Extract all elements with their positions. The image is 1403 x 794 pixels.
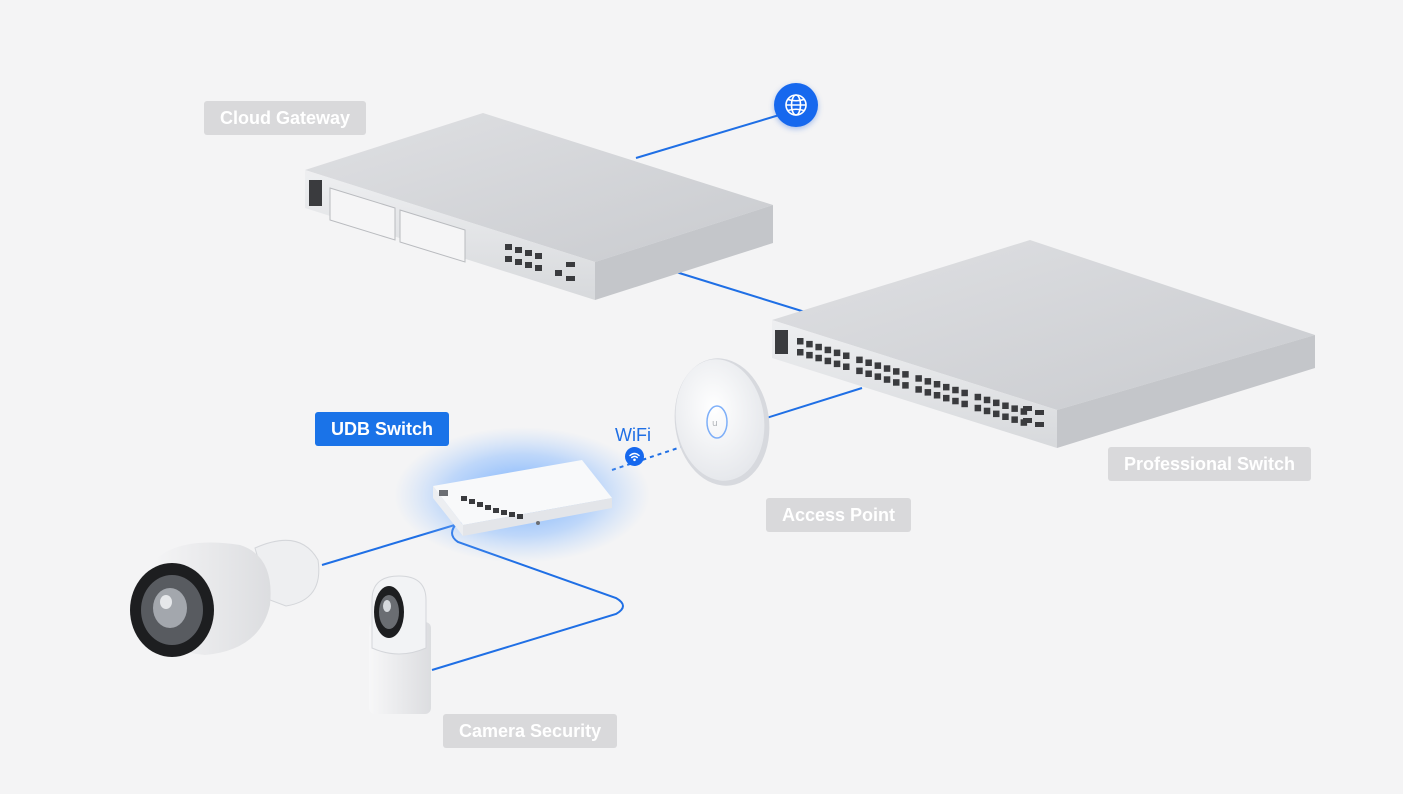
switch-port xyxy=(824,357,832,365)
svg-text:u: u xyxy=(712,419,718,429)
switch-port xyxy=(993,399,1000,407)
switch-port xyxy=(961,400,968,408)
sfp-port xyxy=(1035,410,1044,415)
switch-port xyxy=(952,397,959,405)
switch-port xyxy=(961,389,968,397)
switch-port xyxy=(943,383,950,391)
switch-port xyxy=(797,338,804,345)
globe-icon xyxy=(785,94,807,116)
switch-port xyxy=(974,393,982,401)
switch-port xyxy=(815,354,822,362)
switch-port xyxy=(856,367,863,375)
switch-port xyxy=(1002,402,1009,409)
access-point-label[interactable]: Access Point xyxy=(766,498,912,532)
switch-port xyxy=(856,356,863,364)
switch-port xyxy=(974,404,982,412)
switch-port xyxy=(952,386,959,394)
switch-port xyxy=(865,359,872,366)
access-point-device: u xyxy=(674,358,770,486)
switch-port xyxy=(1011,405,1018,412)
switch-port xyxy=(833,360,841,368)
switch-port xyxy=(833,349,841,357)
wifi-link-label: WiFi xyxy=(615,425,651,445)
switch-port xyxy=(797,349,804,356)
professional-switch-device xyxy=(772,240,1315,448)
bullet-camera-device xyxy=(130,539,320,657)
cloud-gateway-device xyxy=(305,113,773,300)
switch-port xyxy=(915,386,922,393)
link-wifi-udb xyxy=(611,443,691,471)
switch-port xyxy=(874,362,882,369)
udb-switch-device xyxy=(394,427,650,563)
wifi-badge xyxy=(625,447,644,466)
switch-port xyxy=(893,379,900,386)
switch-port xyxy=(893,368,900,375)
switch-port xyxy=(943,394,950,402)
switch-port xyxy=(902,371,909,378)
switch-port xyxy=(843,363,850,370)
udb-switch-label[interactable]: UDB Switch xyxy=(315,412,450,446)
switch-port xyxy=(924,378,932,385)
link-internet-gateway xyxy=(635,112,787,159)
wifi-icon xyxy=(629,452,640,462)
switch-port xyxy=(993,410,1000,418)
switch-port xyxy=(933,392,941,399)
link-gateway-switch xyxy=(675,271,806,313)
switch-port xyxy=(983,396,991,404)
flex-camera-device xyxy=(369,575,431,714)
switch-port xyxy=(865,370,872,377)
switch-port xyxy=(983,407,991,415)
switch-port xyxy=(1020,408,1028,415)
professional-switch-label[interactable]: Professional Switch xyxy=(1108,447,1312,481)
switch-port xyxy=(874,373,882,380)
switch-port xyxy=(806,340,813,348)
cloud-gateway-label[interactable]: Cloud Gateway xyxy=(204,101,367,135)
switch-port xyxy=(843,352,850,359)
internet-globe-badge[interactable] xyxy=(774,83,818,127)
switch-port xyxy=(815,343,822,351)
switch-port xyxy=(924,389,932,396)
switch-port xyxy=(933,381,941,388)
switch-port xyxy=(1002,413,1009,420)
switch-port xyxy=(824,346,832,354)
sfp-port xyxy=(1023,418,1032,423)
sfp-port xyxy=(1035,422,1044,427)
switch-port xyxy=(883,376,891,383)
switch-port xyxy=(883,365,891,372)
switch-port xyxy=(1011,416,1018,423)
switch-port xyxy=(902,382,909,389)
sfp-port xyxy=(1023,406,1032,411)
switch-port xyxy=(806,351,813,359)
camera-security-label[interactable]: Camera Security xyxy=(443,714,618,748)
switch-port xyxy=(915,375,922,382)
link-switch-ap xyxy=(759,387,863,421)
